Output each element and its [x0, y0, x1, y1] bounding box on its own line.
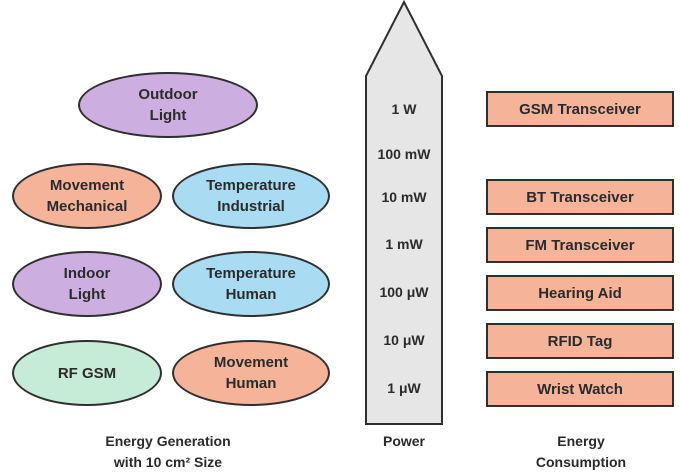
- source-temperature-industrial: Temperature Industrial: [172, 163, 330, 229]
- caption-power: Power: [382, 433, 425, 449]
- source-label: Movement Human: [213, 354, 289, 392]
- source-label: Indoor Light: [63, 265, 111, 303]
- source-label: Outdoor Light: [138, 86, 198, 124]
- source-movement-mechanical: Movement Mechanical: [12, 163, 162, 229]
- power-level-10uw: 10 μW: [383, 332, 425, 348]
- caption-energy-consumption: Energy Consumption: [535, 433, 627, 470]
- device-bt-transceiver: BT Transceiver: [486, 179, 674, 215]
- caption-energy-generation: Energy Generation with 10 cm² Size: [105, 433, 231, 470]
- source-label: Movement Mechanical: [46, 177, 128, 215]
- source-temperature-human: Temperature Human: [172, 251, 330, 317]
- device-rfid-tag: RFID Tag: [486, 323, 674, 359]
- source-label: Temperature Industrial: [206, 177, 296, 215]
- source-outdoor-light: Outdoor Light: [78, 72, 258, 138]
- source-label: RF GSM: [57, 364, 117, 382]
- device-gsm-transceiver: GSM Transceiver: [486, 91, 674, 127]
- power-level-1mw: 1 mW: [385, 236, 423, 252]
- power-level-1uw: 1 μW: [387, 380, 421, 396]
- power-level-100uw: 100 μW: [379, 284, 429, 300]
- power-level-1w: 1 W: [391, 101, 417, 117]
- power-level-100mw: 100 mW: [377, 146, 431, 162]
- device-hearing-aid: Hearing Aid: [486, 275, 674, 311]
- source-movement-human: Movement Human: [172, 340, 330, 406]
- device-wrist-watch: Wrist Watch: [486, 371, 674, 407]
- power-level-10mw: 10 mW: [381, 189, 427, 205]
- device-fm-transceiver: FM Transceiver: [486, 227, 674, 263]
- source-indoor-light: Indoor Light: [12, 251, 162, 317]
- source-rf-gsm: RF GSM: [12, 340, 162, 406]
- source-label: Temperature Human: [206, 265, 296, 303]
